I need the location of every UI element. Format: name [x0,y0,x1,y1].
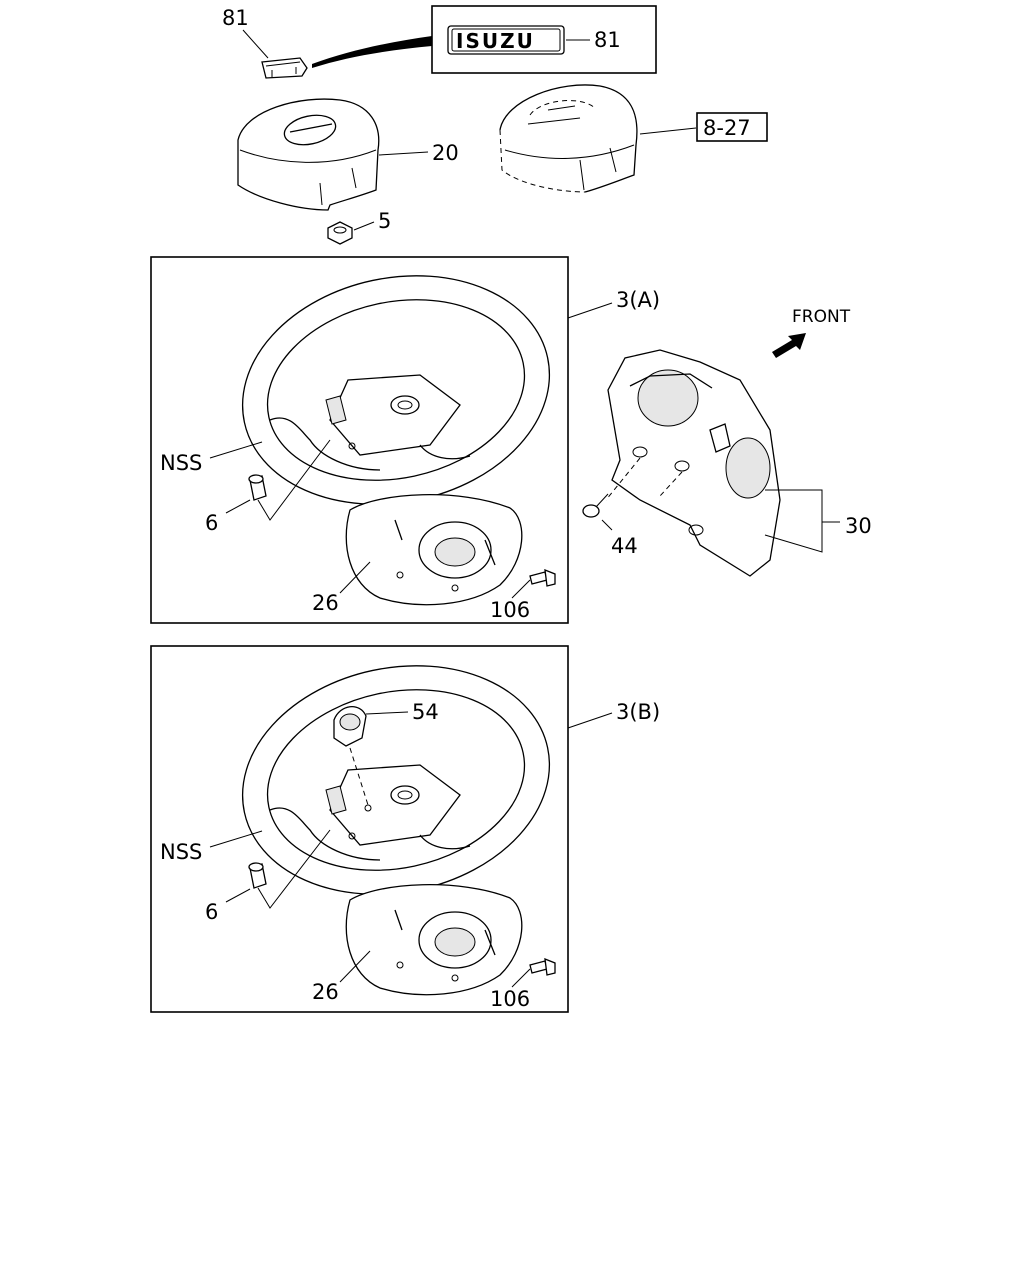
steering-wheel-a [241,275,551,505]
bolt-6-b [248,862,267,889]
screw-44-label: 44 [611,534,638,558]
assembly-a-box [150,256,569,624]
nss-b-label: NSS [160,840,202,864]
bolt-106-b-label: 106 [490,987,530,1011]
steering-wheel-b [241,665,551,895]
assembly-a-label: 3(A) [616,288,660,312]
logo-detail-box [431,5,657,74]
horn-switch-54 [333,706,369,806]
emblem-ref-label: 81 [222,6,249,30]
nss-a-label: NSS [160,451,202,475]
assembly-b-box [150,645,569,1013]
cover-26-a-label: 26 [312,591,339,615]
lower-cover-b [345,884,523,996]
isuzu-logo-frame [447,25,565,55]
assembly-b-label: 3(B) [616,700,660,724]
column-cover-label: 30 [845,514,872,538]
bolt-6-a-label: 6 [205,511,218,535]
ref-page-box [696,112,768,142]
pad-cover-label: 20 [432,141,459,165]
cover-26-b-label: 26 [312,980,339,1004]
bolt-106-a [529,568,556,587]
pad-cover [237,98,380,211]
bolt-106-b [529,957,556,976]
isuzu-logo-text: ISUZU [456,29,535,53]
nut-label: 5 [378,209,391,233]
pad-cover-reference [499,84,638,193]
bolt-6-a [248,474,267,501]
lower-cover-a [345,494,523,606]
column-cover [605,349,781,577]
emblem-clip [261,57,308,79]
front-arrow-icon [772,333,806,358]
emblem-arrow [312,36,432,68]
front-label: FRONT [792,307,851,327]
nut [327,221,353,245]
ref-page-label: 8-27 [703,116,751,140]
logo-ref-label: 81 [594,28,621,52]
bolt-6-b-label: 6 [205,900,218,924]
switch-54-label: 54 [412,700,439,724]
screw-44 [582,493,609,518]
bolt-106-a-label: 106 [490,598,530,622]
